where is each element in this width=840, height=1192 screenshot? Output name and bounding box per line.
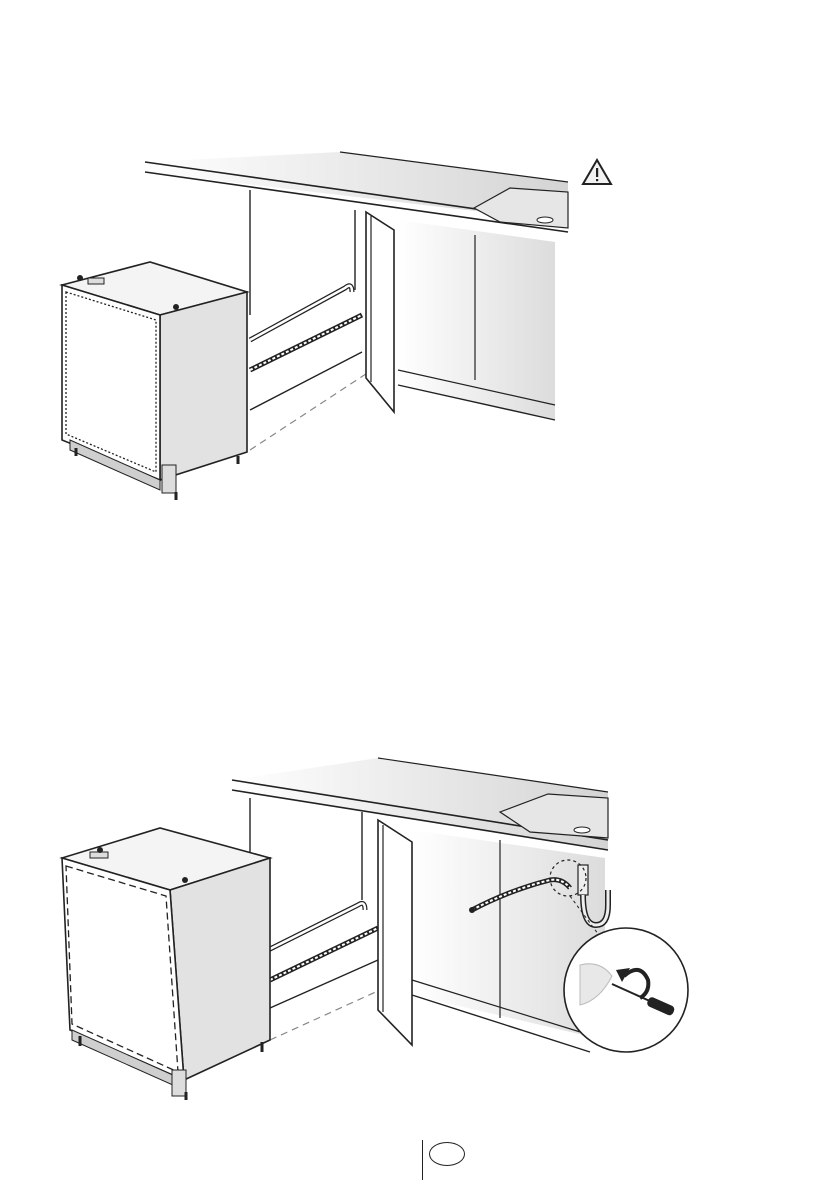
water-inlet-hose [250,286,352,340]
hose-clamp-detail [564,928,688,1052]
installation-illustration-1 [0,130,840,520]
installation-figure-1 [0,130,840,520]
kitchen-cabinet [250,190,555,450]
footer-divider [422,1140,423,1180]
dishwasher [62,262,247,500]
installation-illustration-2 [0,740,840,1120]
warning-icon [583,160,611,184]
installation-figure-2 [0,740,840,1120]
open-cabinet-door [366,212,394,412]
open-cabinet-door [378,820,412,1045]
dishwasher [62,828,270,1100]
language-badge [429,1142,465,1166]
